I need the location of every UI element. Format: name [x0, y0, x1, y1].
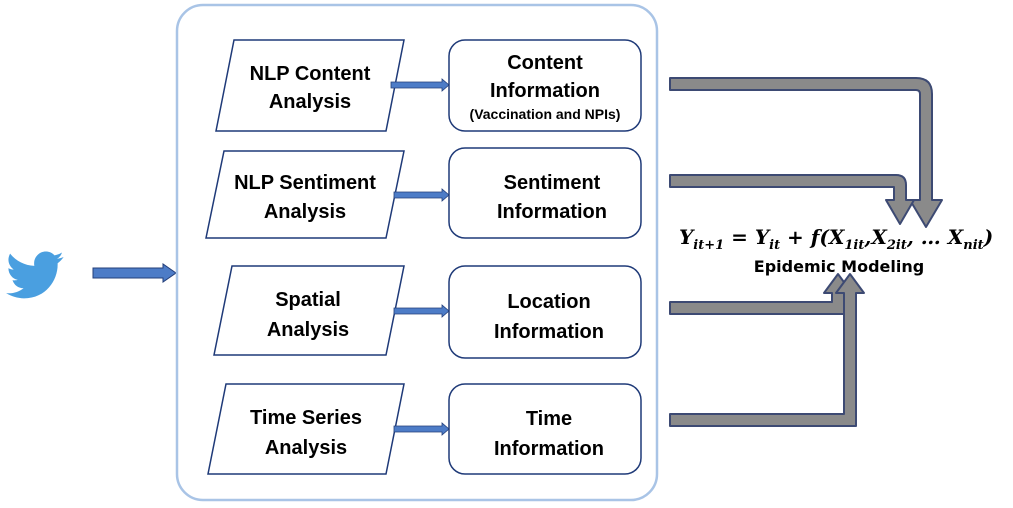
twitter-bird-icon	[6, 251, 64, 299]
information-label-line1: Sentiment	[504, 172, 601, 194]
analysis-label-line1: Time Series	[250, 407, 362, 429]
analysis-shape-nlp-content	[215, 39, 405, 132]
analysis-row-1: NLP Content Analysis Content Information…	[215, 39, 642, 132]
information-box-content	[448, 39, 642, 132]
model-caption: Epidemic Modeling	[754, 257, 924, 276]
analysis-row-3: Spatial Analysis Location Information	[213, 265, 642, 359]
sentiment-to-model-arrow	[669, 174, 915, 225]
connector-arrow	[393, 188, 450, 202]
information-box-location	[448, 265, 642, 359]
information-label-detail: (Vaccination and NPIs)	[470, 106, 621, 122]
information-box-time	[448, 383, 642, 475]
information-label-line2: Information	[497, 201, 607, 223]
model-equation: Yit+1 = Yit + f(X1it,X2it, … Xnit)	[679, 225, 993, 253]
time-to-model-arrow	[669, 273, 865, 427]
analysis-row-4: Time Series Analysis Time Information	[207, 383, 642, 475]
information-box-sentiment	[448, 147, 642, 239]
location-to-model-arrow	[669, 273, 853, 315]
information-label-line2: Information	[494, 438, 604, 460]
connector-arrow	[393, 422, 450, 436]
analysis-row-2: NLP Sentiment Analysis Sentiment Informa…	[205, 147, 642, 239]
information-label-line2: Information	[494, 321, 604, 343]
analysis-label-line1: NLP Sentiment	[234, 172, 376, 194]
analysis-container	[175, 3, 659, 502]
analysis-label-line2: Analysis	[269, 91, 351, 113]
connector-arrow	[393, 304, 450, 318]
analysis-label-line1: NLP Content	[250, 63, 371, 85]
analysis-label-line2: Analysis	[264, 201, 346, 223]
input-arrow	[92, 263, 177, 283]
analysis-shape-nlp-sentiment	[205, 150, 405, 239]
analysis-shape-time-series	[207, 383, 405, 475]
information-label-line1: Time	[526, 408, 572, 430]
content-to-model-arrow	[669, 77, 943, 228]
information-label-line1: Location	[507, 291, 590, 313]
information-label-line1: Content	[507, 52, 583, 74]
analysis-label-line2: Analysis	[267, 319, 349, 341]
analysis-shape-spatial	[213, 265, 405, 356]
analysis-label-line2: Analysis	[265, 437, 347, 459]
analysis-label-line1: Spatial	[275, 289, 341, 311]
information-label-line2: Information	[490, 80, 600, 102]
connector-arrow	[390, 78, 450, 92]
